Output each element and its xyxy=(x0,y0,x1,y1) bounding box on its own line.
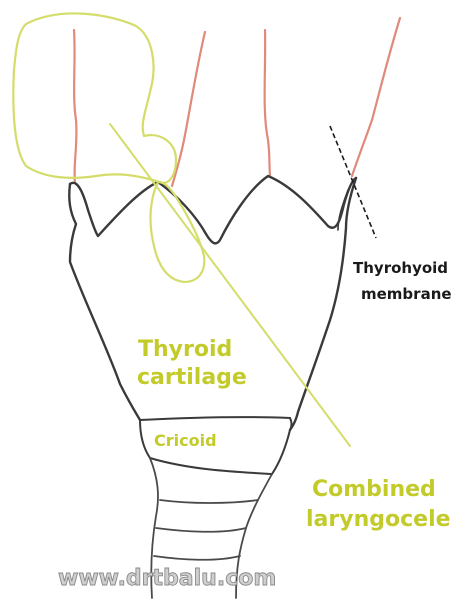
thyroid-right-side xyxy=(290,178,356,430)
strand-4 xyxy=(352,18,400,176)
label-combined-line2: laryngocele xyxy=(306,507,451,532)
label-thyrohyoid-line2: membrane xyxy=(361,285,452,303)
thyroid-left-side xyxy=(69,184,140,420)
tracheal-ring-2 xyxy=(156,528,246,532)
cricoid-top xyxy=(140,417,292,430)
label-thyroid-line1: Thyroid xyxy=(138,337,232,362)
thyroid-upper-border xyxy=(70,176,356,243)
laryngocele-pointer-line xyxy=(110,124,350,446)
strand-3 xyxy=(265,30,270,175)
tracheal-ring-3 xyxy=(154,556,240,560)
watermark: www.drtbalu.com xyxy=(58,566,276,591)
cricoid-left xyxy=(140,420,150,458)
label-thyroid-line2: cartilage xyxy=(137,365,247,390)
label-cricoid: Cricoid xyxy=(154,431,217,450)
label-combined-line1: Combined xyxy=(312,477,436,502)
thyrohyoid-pointer-line xyxy=(330,126,376,238)
cricoid-bottom xyxy=(150,458,272,474)
cricoid-right xyxy=(272,430,290,474)
label-thyrohyoid-line1: Thyrohyoid xyxy=(353,259,448,277)
laryngocele-external-sac xyxy=(13,13,176,182)
strand-1 xyxy=(74,30,76,183)
superior-strands xyxy=(74,18,400,186)
thyroid-cartilage xyxy=(69,176,356,430)
tracheal-ring-1 xyxy=(160,500,258,503)
